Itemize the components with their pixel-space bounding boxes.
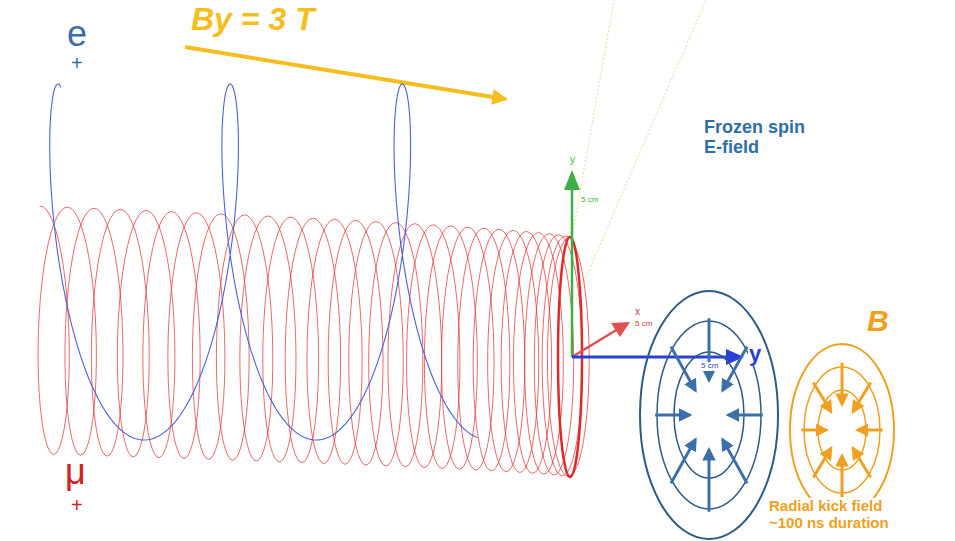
field-arrow bbox=[655, 414, 690, 417]
field-arrow bbox=[853, 448, 871, 477]
field-arrow bbox=[671, 440, 695, 484]
field-arrow bbox=[813, 383, 831, 412]
field-label: By = 3 T bbox=[190, 2, 316, 37]
helix-group bbox=[38, 84, 589, 477]
field-arrow bbox=[671, 347, 695, 391]
field-arrow bbox=[708, 450, 711, 512]
charge-label: + bbox=[70, 494, 84, 516]
field-arrow bbox=[853, 383, 871, 412]
disk-label: Radial kick field ~100 ns duration bbox=[768, 498, 920, 531]
field-arrow bbox=[801, 429, 826, 432]
particle-label: e bbox=[66, 14, 88, 54]
axis-line bbox=[572, 356, 728, 359]
field-arrow bbox=[723, 347, 747, 391]
muon-helix bbox=[38, 206, 589, 477]
bfield-disk bbox=[790, 344, 894, 516]
field-arrow bbox=[708, 318, 711, 380]
efield-disk bbox=[640, 291, 778, 539]
field-arrow bbox=[728, 414, 763, 417]
positron-helix bbox=[50, 84, 478, 440]
particle-label: μ bbox=[64, 452, 87, 492]
field-arrow bbox=[723, 440, 747, 484]
field-arrow bbox=[841, 363, 844, 404]
charge-label: + bbox=[70, 52, 84, 74]
axis-head bbox=[564, 170, 580, 190]
axis-head bbox=[611, 322, 630, 337]
guide-line bbox=[572, 0, 614, 237]
disk-ring bbox=[640, 291, 778, 539]
field-arrow bbox=[841, 456, 844, 497]
axis-label: y bbox=[748, 342, 762, 366]
axis-line bbox=[571, 186, 574, 357]
disk-label: Frozen spin E-field bbox=[703, 118, 827, 158]
axis-label: y bbox=[569, 154, 576, 165]
field-arrow bbox=[185, 47, 505, 99]
axis-tick: 5 cm bbox=[580, 196, 599, 205]
axis-line bbox=[572, 329, 618, 357]
axis-tick: 5 cm bbox=[634, 320, 653, 329]
field-arrow bbox=[813, 448, 831, 477]
guide-line bbox=[576, 0, 706, 300]
axis-tick: 5 cm bbox=[700, 362, 719, 371]
axis-label: x bbox=[634, 306, 641, 317]
field-label: B bbox=[866, 304, 890, 337]
field-arrow bbox=[858, 429, 883, 432]
disk-ring bbox=[790, 344, 894, 516]
